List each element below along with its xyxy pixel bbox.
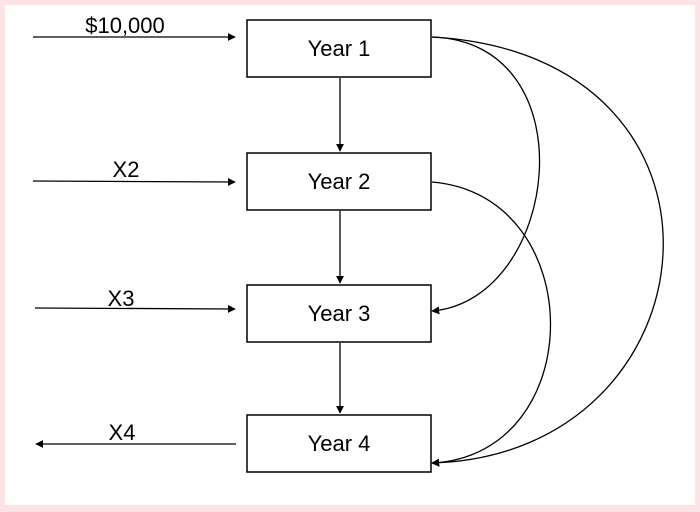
node-year4: Year 4 xyxy=(246,414,432,473)
node-year4-label: Year 4 xyxy=(308,431,371,456)
edge-year2-year4 xyxy=(431,181,551,467)
edge-year1-year3 xyxy=(431,36,541,315)
input-label-year1: $10,000 xyxy=(85,13,165,38)
output-label-year4: X4 xyxy=(109,420,136,445)
node-year1-label: Year 1 xyxy=(308,36,371,61)
edge-year1-year4 xyxy=(431,36,664,467)
node-year3-label: Year 3 xyxy=(308,301,371,326)
node-year1: Year 1 xyxy=(246,19,432,78)
node-year3: Year 3 xyxy=(246,284,432,343)
input-arrow-year3 xyxy=(34,304,236,313)
node-year2-label: Year 2 xyxy=(308,169,371,194)
node-year2: Year 2 xyxy=(246,152,432,211)
input-label-year2: X2 xyxy=(113,157,140,182)
input-arrow-year2 xyxy=(32,177,236,186)
input-label-year3: X3 xyxy=(108,286,135,311)
